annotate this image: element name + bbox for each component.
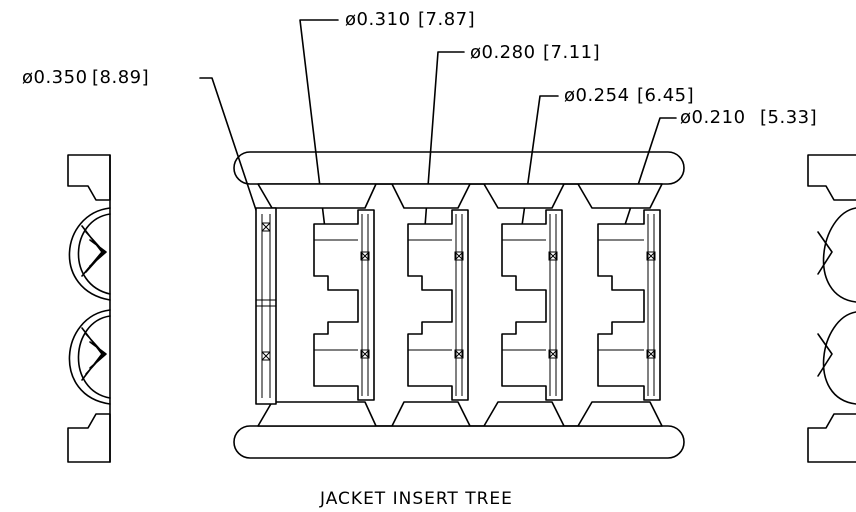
bottom-gates <box>257 401 663 427</box>
gate-mark-icon <box>454 251 464 261</box>
callout-0254-metric: [6.45] <box>637 85 694 106</box>
left-side-view <box>67 154 111 463</box>
top-gates <box>257 183 663 209</box>
insert-column-0254 <box>501 209 563 401</box>
callout-0280-diameter: ø0.280 <box>470 42 536 63</box>
callout-0350-diameter: ø0.350 <box>22 67 88 88</box>
callout-0210-metric: [5.33] <box>760 107 817 128</box>
leader-lines <box>199 19 677 241</box>
drawing-caption: JACKET INSERT TREE <box>319 489 513 509</box>
gate-mark-icon <box>548 349 558 359</box>
callout-0280-metric: [7.11] <box>543 42 600 63</box>
leader-0350 <box>199 77 267 241</box>
callout-0310-metric: [7.87] <box>418 9 475 30</box>
insert-column-0210 <box>597 209 661 401</box>
callout-0210-diameter: ø0.210 <box>680 107 746 128</box>
gate-mark-icon <box>360 349 370 359</box>
gate-mark-icon <box>261 222 271 232</box>
callout-0350-metric: [8.89] <box>92 67 149 88</box>
top-runner <box>233 151 685 185</box>
insert-column-0280 <box>407 209 469 401</box>
callout-0254-diameter: ø0.254 <box>564 85 630 106</box>
callout-0310-diameter: ø0.310 <box>345 9 411 30</box>
leader-0280 <box>423 51 465 241</box>
leader-0310 <box>299 19 339 238</box>
gate-mark-icon <box>454 349 464 359</box>
gate-mark-icon <box>261 351 271 361</box>
gate-mark-icon <box>360 251 370 261</box>
bottom-runner <box>233 425 685 459</box>
gate-mark-icon <box>548 251 558 261</box>
insert-column-0350 <box>255 207 277 405</box>
gate-mark-icon <box>646 251 656 261</box>
gate-mark-icon <box>646 349 656 359</box>
tree-frame <box>233 151 685 459</box>
right-side-view <box>807 154 856 463</box>
insert-column-0310 <box>313 209 375 401</box>
